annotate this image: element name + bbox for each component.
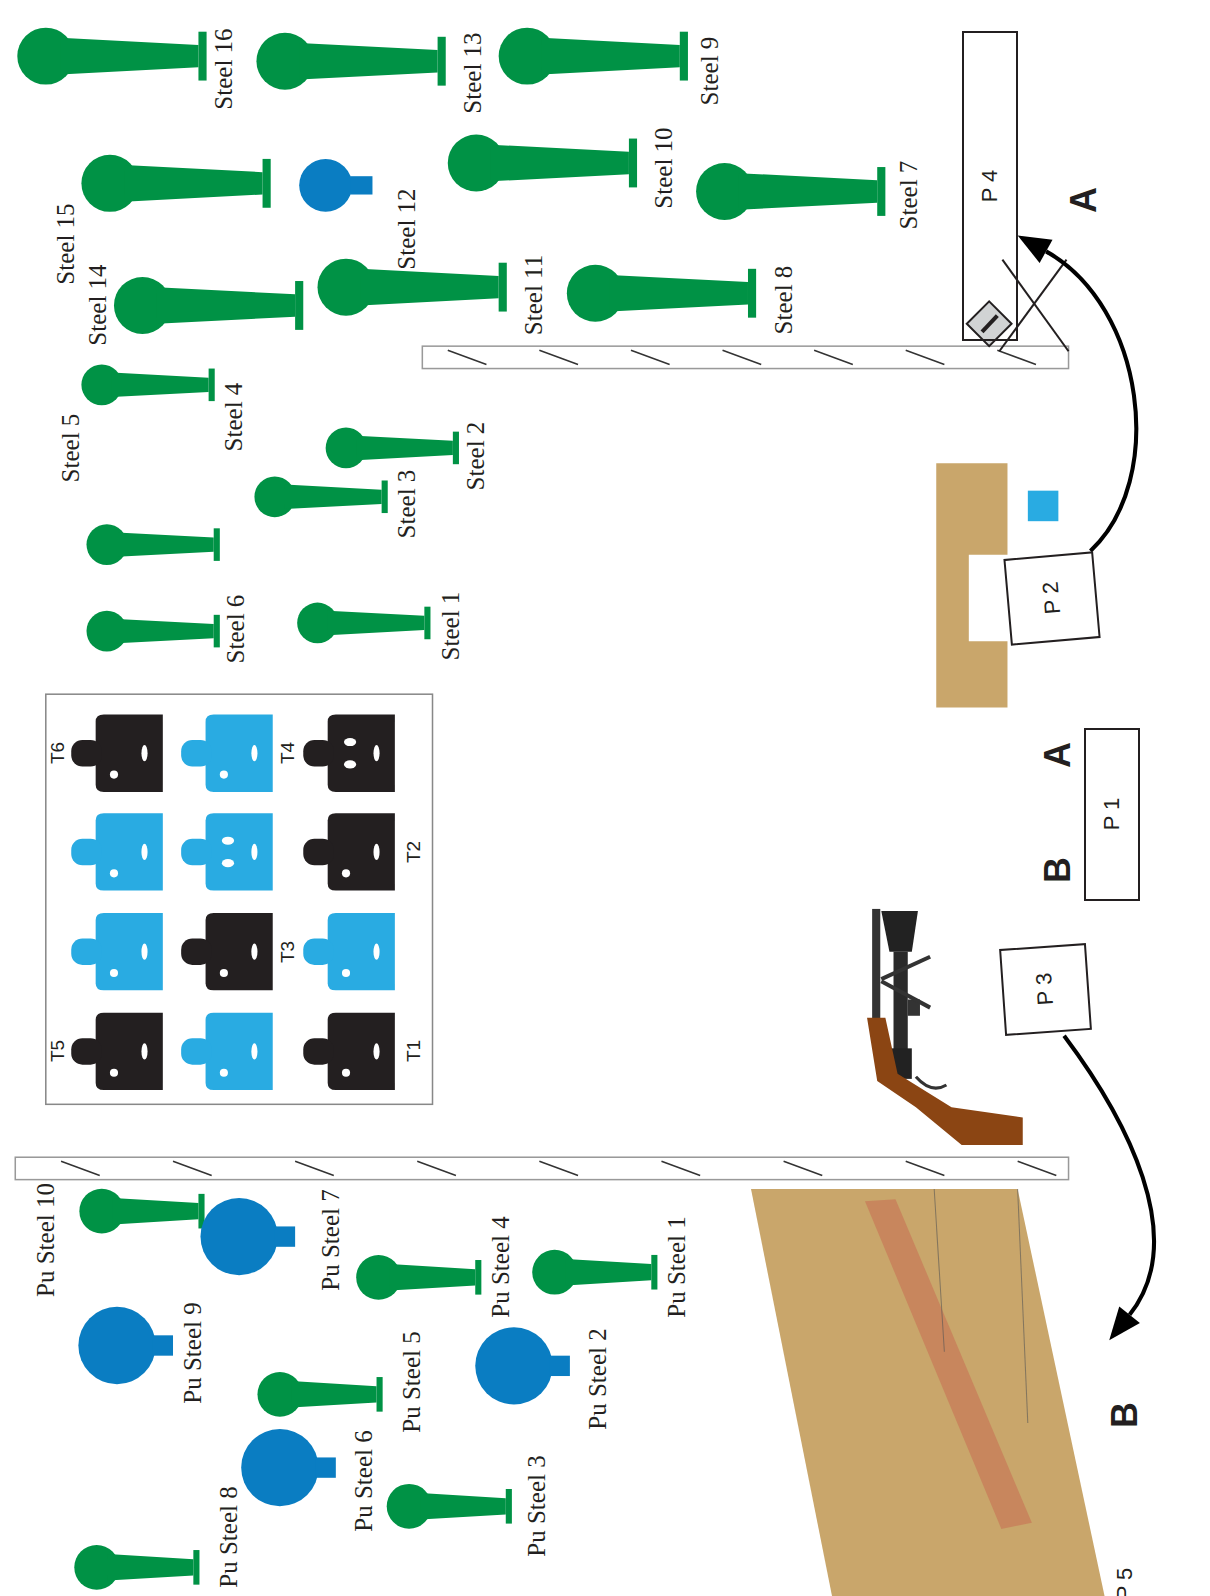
fault-line-mark [967,260,1069,352]
barricade-position: P 5 [751,1189,1109,1596]
steel-label: Steel 9 [696,37,724,106]
position-letter: B [1037,857,1079,883]
steel-label: Pu Steel 7 [317,1189,345,1290]
move-arrow [1018,235,1137,550]
steel-label: Pu Steel 8 [215,1486,243,1587]
target-label: T1 [403,1040,425,1062]
rifle-illustration [867,909,1023,1145]
barricade-outline [751,1189,1109,1596]
steel-popper [81,364,459,651]
steel-label: Pu Steel 9 [179,1303,207,1404]
target-label: T3 [277,940,299,962]
steel-popper [17,28,885,334]
steel-label: Pu Steel 1 [663,1216,691,1317]
move-arrow [1064,1036,1154,1340]
shooting-position-box: P 4 [962,31,1018,341]
steel-label: Steel 13 [459,33,487,114]
target-label: T5 [47,1040,69,1062]
position-label: P 3 [1032,972,1060,1006]
steel-label: Steel 11 [520,255,548,335]
wall [422,346,1068,368]
position-letter: B [1104,1402,1146,1428]
steel-label: Pu Steel 2 [584,1328,612,1429]
steel-label: Pu Steel 3 [523,1455,551,1556]
steel-label: Steel 12 [393,188,421,269]
steel-label: Pu Steel 6 [350,1430,378,1531]
shooting-position-box: P 3 [999,944,1091,1036]
steel-label: Steel 16 [210,29,238,110]
position-label: P 5 [1112,1568,1138,1596]
steel-label: Steel 6 [222,595,250,664]
steel-plate [299,159,372,212]
steel-label: Steel 5 [57,413,85,482]
barricade [936,463,1007,707]
steel-label: Steel 15 [52,204,80,285]
target-panel [46,694,433,1104]
position-letter: A [1063,187,1105,213]
target-label: T6 [47,742,69,764]
target-label: T4 [277,742,299,764]
target-label: T2 [403,841,425,863]
steel-label: Steel 8 [770,266,798,335]
position-label: P 4 [977,169,1003,202]
steel-label: Steel 4 [220,383,248,452]
steel-label: Steel 1 [437,591,465,660]
steel-label: Pu Steel 10 [32,1183,60,1297]
steel-label: Steel 3 [393,469,421,538]
paper-target [71,715,395,1091]
position-letter: A [1037,742,1079,768]
position-label: P 1 [1099,798,1125,831]
wall [15,1157,1068,1179]
start-marker [1028,491,1059,522]
steel-label: Steel 14 [84,265,112,346]
steel-label: Steel 2 [462,422,490,491]
steel-label: Pu Steel 5 [398,1331,426,1432]
position-label: P 2 [1038,580,1067,615]
steel-label: Steel 10 [650,127,678,208]
steel-popper [74,1189,657,1590]
steel-label: Steel 7 [895,161,923,230]
steel-label: Pu Steel 4 [487,1216,515,1317]
shooting-position-box: P 2 [1004,551,1101,645]
shooting-position-box: P 1 [1084,728,1140,901]
